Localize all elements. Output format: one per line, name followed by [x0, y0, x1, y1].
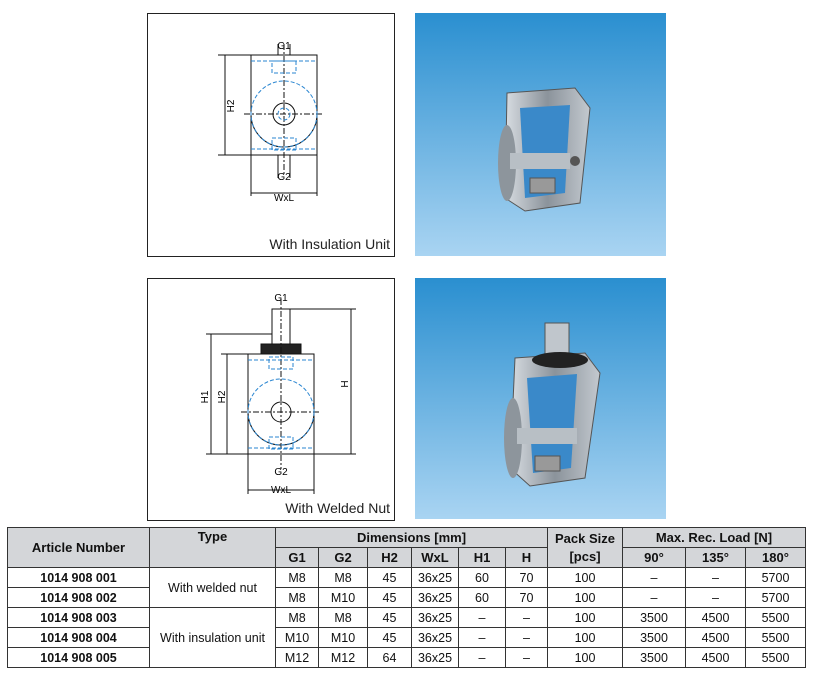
cell-l180: 5700	[745, 587, 806, 608]
cell-pack: 100	[547, 627, 623, 648]
cell-l135: –	[685, 567, 746, 588]
cell-h: 70	[505, 587, 548, 608]
cell-wxl: 36x25	[411, 587, 459, 608]
header-wxl: WxL	[411, 547, 459, 568]
label-h: H	[340, 380, 351, 387]
cell-g1: M8	[275, 567, 319, 588]
cell-pack: 100	[547, 587, 623, 608]
product-table: Article Number Type Dimensions [mm] Pack…	[7, 527, 806, 668]
cell-l135: 4500	[685, 647, 746, 668]
cell-l90: 3500	[622, 627, 686, 648]
figure-caption: With Insulation Unit	[269, 236, 390, 252]
cell-l180: 5500	[745, 647, 806, 668]
cell-h1: 60	[458, 587, 506, 608]
cell-g2: M8	[318, 607, 368, 628]
header-g1: G1	[275, 547, 319, 568]
cell-h2: 45	[367, 627, 412, 648]
cell-h1: 60	[458, 567, 506, 588]
label-h1: H1	[200, 390, 211, 403]
figure-caption: With Welded Nut	[285, 500, 390, 516]
cell-h1: –	[458, 647, 506, 668]
cell-h: –	[505, 647, 548, 668]
header-180: 180°	[745, 547, 806, 568]
technical-drawing: G1 G2 WxL H2	[218, 41, 324, 204]
header-g2: G2	[318, 547, 368, 568]
cell-h: –	[505, 607, 548, 628]
hanger-bracket-image	[498, 87, 591, 212]
cell-h2: 45	[367, 607, 412, 628]
cell-l180: 5500	[745, 627, 806, 648]
cell-h2: 45	[367, 587, 412, 608]
cell-h2: 64	[367, 647, 412, 668]
cell-type: With insulation unit	[149, 607, 276, 668]
cell-g1: M8	[275, 607, 319, 628]
cell-l90: –	[622, 567, 686, 588]
cell-l135: 4500	[685, 607, 746, 628]
header-135: 135°	[685, 547, 746, 568]
cell-h1: –	[458, 607, 506, 628]
cell-pack: 100	[547, 607, 623, 628]
label-g1: G1	[274, 293, 288, 304]
cell-g1: M10	[275, 627, 319, 648]
cell-article: 1014 908 001	[7, 567, 150, 588]
cell-pack: 100	[547, 567, 623, 588]
label-g2: G2	[277, 172, 291, 183]
header-type: Type	[149, 527, 276, 568]
drawing-welded-nut: G1 G2 WxL H1 H2 H With Welded Nut	[147, 278, 395, 521]
header-h1: H1	[458, 547, 506, 568]
cell-type: With welded nut	[149, 567, 276, 608]
cell-wxl: 36x25	[411, 627, 459, 648]
cell-g2: M12	[318, 647, 368, 668]
cell-h2: 45	[367, 567, 412, 588]
product-photo-welded-nut	[415, 278, 666, 519]
label-wxl: WxL	[274, 193, 294, 204]
label-g2: G2	[274, 467, 288, 478]
label-h2: H2	[217, 390, 228, 403]
header-article-number: Article Number	[7, 527, 150, 568]
header-max-load: Max. Rec. Load [N]	[622, 527, 806, 548]
hanger-bracket-image	[504, 322, 601, 487]
cell-wxl: 36x25	[411, 647, 459, 668]
header-h2: H2	[367, 547, 412, 568]
cell-h: 70	[505, 567, 548, 588]
cell-g2: M8	[318, 567, 368, 588]
drawing-insulation-unit: G1 G2 WxL H2 With Insulation Unit	[147, 13, 395, 257]
cell-g2: M10	[318, 627, 368, 648]
cell-l135: 4500	[685, 627, 746, 648]
header-h: H	[505, 547, 548, 568]
cell-wxl: 36x25	[411, 607, 459, 628]
technical-drawing: G1 G2 WxL H1 H2 H	[200, 293, 356, 496]
cell-l135: –	[685, 587, 746, 608]
label-g1: G1	[277, 41, 291, 52]
cell-l90: –	[622, 587, 686, 608]
cell-article: 1014 908 005	[7, 647, 150, 668]
cell-g1: M8	[275, 587, 319, 608]
label-wxl: WxL	[271, 485, 291, 496]
cell-article: 1014 908 004	[7, 627, 150, 648]
product-photo-insulation-unit	[415, 13, 666, 256]
cell-article: 1014 908 002	[7, 587, 150, 608]
cell-l90: 3500	[622, 607, 686, 628]
cell-h1: –	[458, 627, 506, 648]
cell-l90: 3500	[622, 647, 686, 668]
label-h2: H2	[226, 99, 237, 112]
cell-l180: 5700	[745, 567, 806, 588]
cell-wxl: 36x25	[411, 567, 459, 588]
header-dimensions: Dimensions [mm]	[275, 527, 548, 548]
cell-g2: M10	[318, 587, 368, 608]
cell-g1: M12	[275, 647, 319, 668]
header-pack-size: Pack Size [pcs]	[547, 527, 623, 568]
cell-article: 1014 908 003	[7, 607, 150, 628]
header-90: 90°	[622, 547, 686, 568]
cell-h: –	[505, 627, 548, 648]
cell-l180: 5500	[745, 607, 806, 628]
cell-pack: 100	[547, 647, 623, 668]
